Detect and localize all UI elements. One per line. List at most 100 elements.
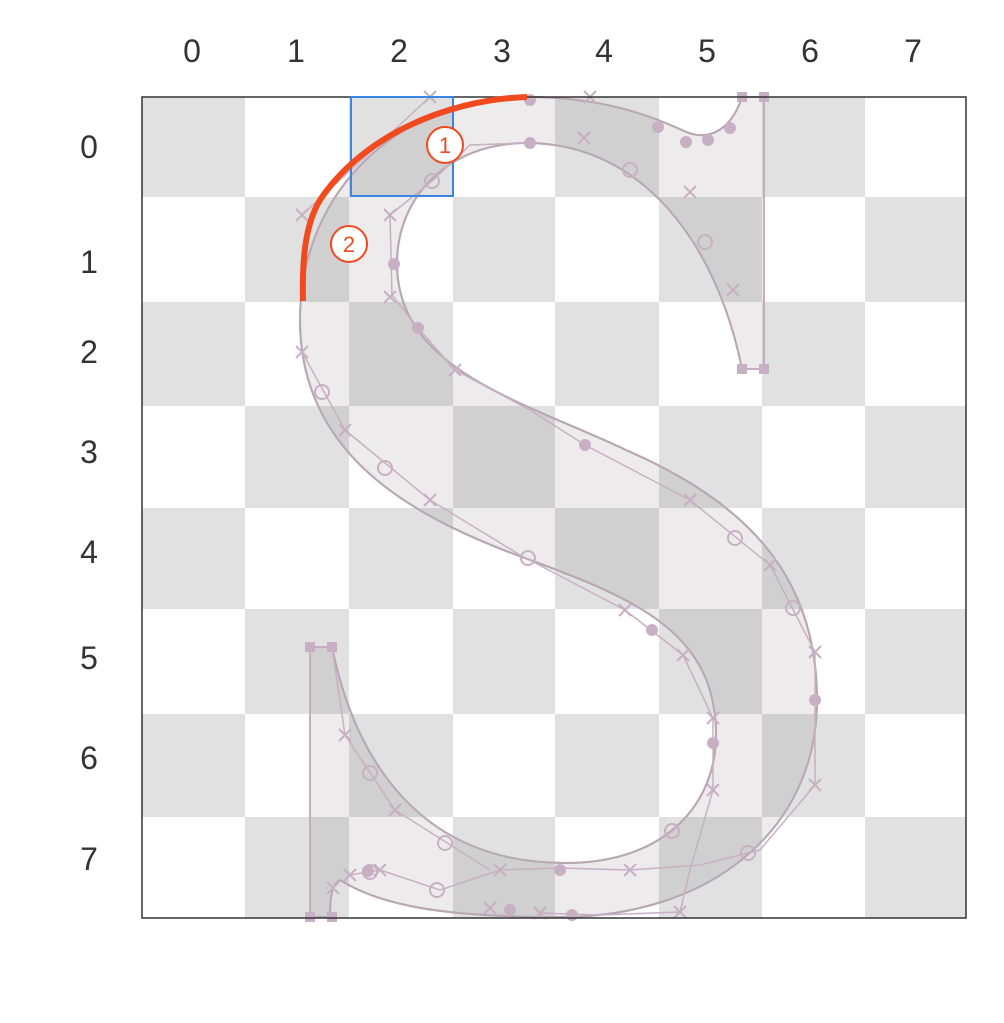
grid-cell [865,714,966,817]
col-label: 1 [287,33,305,69]
control-cross [448,363,462,377]
control-line [309,646,491,917]
control-dot [504,904,516,916]
row-label: 3 [80,434,98,470]
control-square [327,642,337,652]
control-dot [412,322,424,334]
marker-number: 2 [343,232,355,257]
control-ring [520,550,536,566]
control-cross [808,645,822,659]
grid-cell [762,817,865,918]
row-label: 2 [80,334,98,370]
control-dot [680,136,692,148]
col-label: 7 [904,33,922,69]
control-cross [423,493,437,507]
row-label: 0 [80,129,98,165]
grid-cell [142,609,245,714]
control-ring [437,835,453,851]
control-cross [726,283,740,297]
marker-circle [426,126,464,164]
grid-cell [865,197,966,302]
grid-cell [453,714,555,817]
row-label: 1 [80,244,98,280]
control-cross [493,863,507,877]
control-cross [683,493,697,507]
grid-cell [865,609,966,714]
col-label: 2 [390,33,408,69]
control-cross [295,208,309,222]
stroke-marker-1: 1 [426,126,464,164]
control-dot [579,439,591,451]
control-cross [383,208,397,222]
grid-frame [141,96,967,919]
grid-cell [762,97,865,197]
control-cross [763,558,777,572]
control-cross [618,603,632,617]
control-cross [295,345,309,359]
grid-cell [865,817,966,918]
control-dot [702,134,714,146]
grid-cell [142,714,245,817]
control-ring [697,234,713,250]
grid-cell [555,609,659,714]
control-square [737,364,747,374]
grid-cell [349,609,453,714]
grid-cell [762,197,865,302]
control-dot [809,694,821,706]
control-cross [533,906,547,920]
marker-circle [330,225,368,263]
control-dot [724,122,736,134]
control-dot [388,258,400,270]
control-cross [706,711,720,725]
grid-cell [142,197,245,302]
grid-cell [555,302,659,406]
grid-cell [865,508,966,609]
column-labels: 0 1 2 3 4 5 6 7 [183,33,922,69]
control-line [301,351,714,916]
control-cross [338,423,352,437]
marker-number: 1 [439,133,451,158]
grid-cell [865,97,966,197]
grid-cell [142,97,245,197]
grid-cell [865,406,966,508]
grid-cell [453,609,555,714]
control-cross [676,648,690,662]
col-label: 4 [595,33,613,69]
control-dot [707,737,719,749]
glyph-cell-overlap [453,406,555,508]
grid-cell [142,508,245,609]
grid-cell [865,302,966,406]
control-dot [554,864,566,876]
grid-cell [245,508,349,609]
control-ring [664,823,680,839]
control-square [305,912,315,922]
grid-cell [762,406,865,508]
row-labels: 0 1 2 3 4 5 6 7 [80,129,98,877]
stroke-marker-2: 2 [330,225,368,263]
control-dot [646,624,658,636]
stroke-arc [299,94,528,302]
control-cross [683,185,697,199]
grid-cell [555,197,659,302]
control-square [305,642,315,652]
control-dot [566,909,578,921]
control-ring [362,765,378,781]
row-label: 6 [80,740,98,776]
control-ring [429,882,445,898]
col-label: 5 [698,33,716,69]
control-cross [483,901,497,915]
control-ring [622,162,638,178]
control-ring [740,845,756,861]
control-cross [577,131,591,145]
row-label: 7 [80,841,98,877]
grid-cell [142,817,245,918]
control-ring [377,460,393,476]
control-cross [383,290,397,304]
control-cross [338,728,352,742]
grid-cell [453,197,555,302]
control-cross [808,778,822,792]
grid-cell [142,406,245,508]
row-label: 5 [80,640,98,676]
control-ring [314,384,330,400]
